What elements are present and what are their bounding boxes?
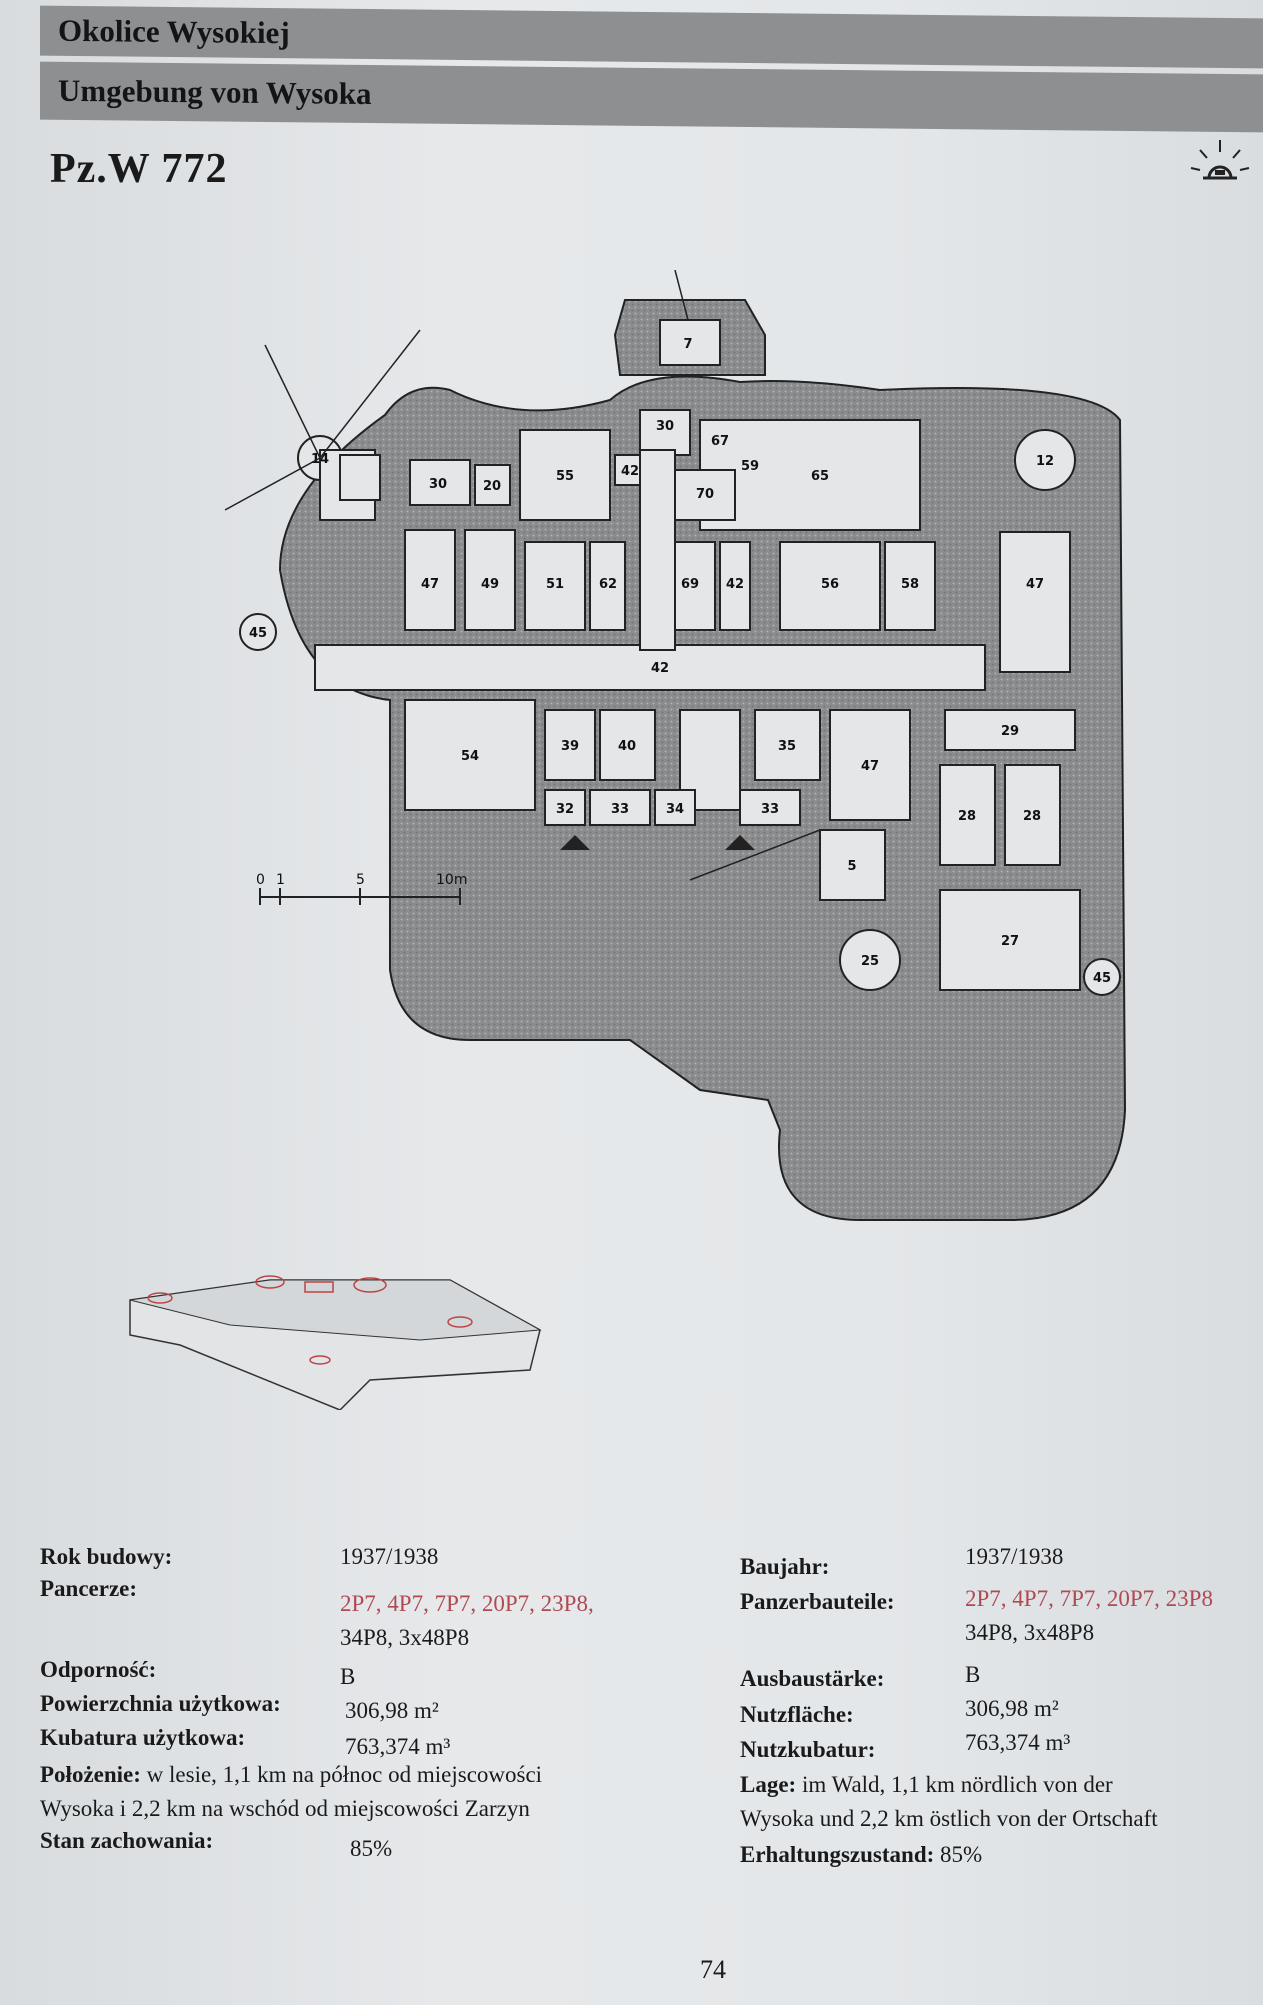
lage-line-1: Lage: im Wald, 1,1 km nördlich von der xyxy=(740,1768,1113,1802)
room-28a: 28 xyxy=(958,809,976,824)
nutzflaeche-value: 306,98 m² xyxy=(965,1696,1059,1721)
room-35: 35 xyxy=(778,739,796,754)
kubatura-value: 763,374 m³ xyxy=(345,1734,451,1759)
nutzkubatur-label: Nutzkubatur: xyxy=(740,1737,876,1762)
room-67: 67 xyxy=(711,434,729,449)
room-7: 7 xyxy=(683,337,692,352)
ausbau-label: Ausbaustärke: xyxy=(740,1666,885,1691)
room-42b: 42 xyxy=(726,577,744,592)
polozenie-value-2: Wysoka i 2,2 km na wschód od miejscowośc… xyxy=(40,1796,530,1821)
room-29: 29 xyxy=(1001,724,1019,739)
room-30b: 30 xyxy=(656,419,674,434)
erhaltung-label: Erhaltungszustand: xyxy=(740,1842,935,1867)
scale-bar: 0 1 5 10m xyxy=(256,872,467,905)
room-39: 39 xyxy=(561,739,579,754)
room-47c: 47 xyxy=(861,759,879,774)
lage-value-2: Wysoka und 2,2 km östlich von der Ortsch… xyxy=(740,1806,1158,1831)
room-42c: 42 xyxy=(651,661,669,676)
odpornosc-label: Odporność: xyxy=(40,1657,157,1682)
powierzchnia-value: 306,98 m² xyxy=(345,1698,439,1723)
scale-10m: 10m xyxy=(436,872,467,888)
polozenie-value: w lesie, 1,1 km na północ od miejscowośc… xyxy=(146,1762,543,1787)
room-27: 27 xyxy=(1001,934,1019,949)
room-14: 14 xyxy=(311,452,329,467)
scale-1: 1 xyxy=(276,872,285,888)
room-33b: 33 xyxy=(761,802,779,817)
room-5: 5 xyxy=(847,859,856,874)
room-42a: 42 xyxy=(621,464,639,479)
room-51: 51 xyxy=(546,577,564,592)
room-58: 58 xyxy=(901,577,919,592)
room-32: 32 xyxy=(556,802,574,817)
stan-label: Stan zachowania: xyxy=(40,1828,214,1853)
room-34: 34 xyxy=(666,802,684,817)
room-49: 49 xyxy=(481,577,499,592)
panzer-value-1: 2P7, 4P7, 7P7, 20P7, 23P8 xyxy=(965,1586,1213,1611)
scale-5: 5 xyxy=(356,872,365,888)
room-70: 70 xyxy=(696,487,714,502)
stan-value: 85% xyxy=(350,1836,393,1861)
room-25: 25 xyxy=(861,954,879,969)
scale-0: 0 xyxy=(256,872,265,888)
room-62: 62 xyxy=(599,577,617,592)
baujahr-value: 1937/1938 xyxy=(965,1544,1064,1569)
room-33a: 33 xyxy=(611,802,629,817)
room-45b: 45 xyxy=(1093,971,1111,986)
nutzkubatur-value: 763,374 m³ xyxy=(965,1730,1071,1755)
section-header-german: Umgebung von Wysoka xyxy=(40,61,1263,133)
page-number: 74 xyxy=(700,1955,726,1984)
nutzflaeche-label: Nutzfläche: xyxy=(740,1702,854,1727)
room-56: 56 xyxy=(821,577,839,592)
bunker-floor-plan: 7 14 30 30 20 55 42 67 59 65 12 70 47 49… xyxy=(224,270,1127,1221)
kubatura-label: Kubatura użytkowa: xyxy=(40,1725,246,1750)
ausbau-value: B xyxy=(965,1662,981,1687)
erhaltung-value: 85% xyxy=(940,1842,983,1867)
panzer-label: Panzerbauteile: xyxy=(740,1589,895,1614)
pancerze-value-1: 2P7, 4P7, 7P7, 20P7, 23P8, xyxy=(340,1591,594,1616)
room-59: 59 xyxy=(741,459,759,474)
room-20: 20 xyxy=(483,479,501,494)
room-47a: 47 xyxy=(421,577,439,592)
section-header-polish: Okolice Wysokiej xyxy=(40,5,1263,69)
pancerze-label: Pancerze: xyxy=(40,1576,138,1601)
polozenie-label: Położenie: xyxy=(40,1762,141,1787)
room-55: 55 xyxy=(556,469,574,484)
baujahr-label: Baujahr: xyxy=(740,1554,830,1579)
rok-label: Rok budowy: xyxy=(40,1544,173,1569)
room-47b: 47 xyxy=(1026,577,1044,592)
pancerze-value-2: 34P8, 3x48P8 xyxy=(340,1625,470,1650)
lage-value: im Wald, 1,1 km nördlich von der xyxy=(801,1772,1113,1797)
panzer-value-2: 34P8, 3x48P8 xyxy=(965,1620,1095,1645)
odpornosc-value: B xyxy=(340,1664,356,1689)
page-title: Pz.W 772 xyxy=(50,146,228,192)
room-69: 69 xyxy=(681,577,699,592)
bunker-symbol-icon xyxy=(1190,140,1250,180)
powierzchnia-label: Powierzchnia użytkowa: xyxy=(40,1691,281,1716)
room-30a: 30 xyxy=(429,477,447,492)
rok-value: 1937/1938 xyxy=(340,1544,439,1569)
erhaltung-line: Erhaltungszustand: 85% xyxy=(740,1838,982,1872)
room-65: 65 xyxy=(811,469,829,484)
room-40: 40 xyxy=(618,739,636,754)
room-12: 12 xyxy=(1036,454,1054,469)
polozenie-line-1: Położenie: w lesie, 1,1 km na północ od … xyxy=(40,1758,542,1792)
lage-label: Lage: xyxy=(740,1772,797,1797)
isometric-sketch xyxy=(129,1275,542,1410)
room-54: 54 xyxy=(461,749,479,764)
room-28b: 28 xyxy=(1023,809,1041,824)
room-45a: 45 xyxy=(249,626,267,641)
